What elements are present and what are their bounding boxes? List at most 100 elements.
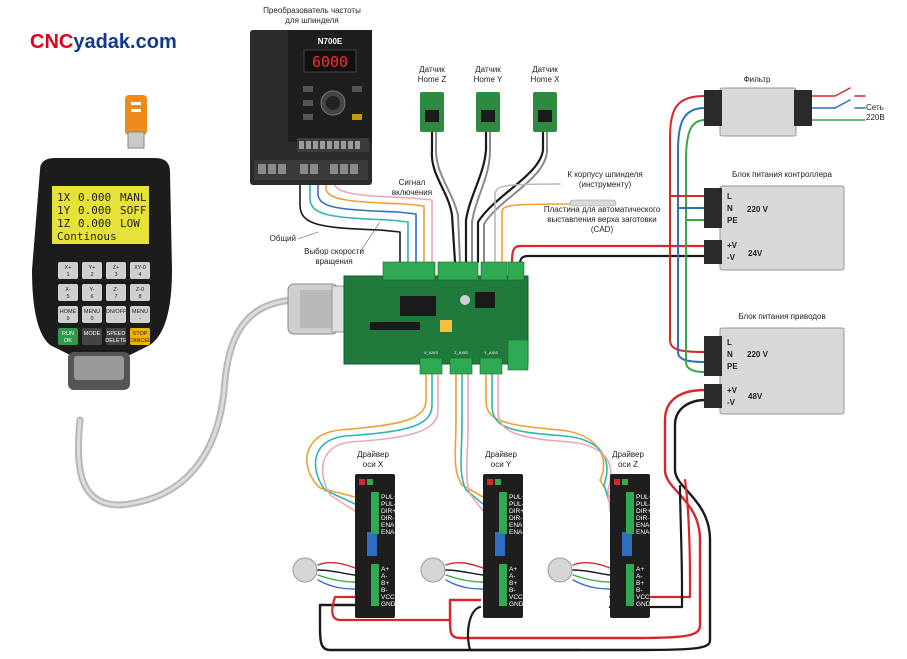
driver-pin-label: PUL- — [381, 501, 396, 508]
pendant-key[interactable] — [82, 262, 102, 279]
psud-term-pe: PE — [727, 362, 738, 371]
driver-signal-terminals — [499, 492, 507, 534]
sensor-z-line2: Home Z — [418, 75, 447, 84]
driver-dip-switch[interactable] — [622, 532, 632, 556]
brand-suffix: yadak.com — [73, 31, 176, 53]
wire-sensor-x-b — [483, 131, 548, 263]
vfd: Преобразователь частоты для шпинделя N70… — [250, 6, 372, 185]
filter-terminals-left — [704, 90, 722, 126]
wire-48v-y-minus — [466, 605, 582, 652]
psud-term-l: L — [727, 338, 732, 347]
pendant-key[interactable] — [82, 306, 102, 323]
board-terminals-bottom — [419, 339, 529, 375]
sensor-x-line1: Датчик — [532, 65, 558, 74]
driver-pin-label: DIR+ — [509, 508, 524, 515]
driver-dip-switch[interactable] — [367, 532, 377, 556]
vfd-model: N700E — [318, 37, 343, 46]
wire-sensor-z-b — [435, 131, 461, 263]
board-conn-label: Z_AXIS — [454, 350, 468, 355]
vfd-btn-4[interactable] — [352, 86, 362, 92]
pendant-key-label: 1 — [66, 272, 69, 278]
vfd-btn-run[interactable] — [352, 114, 362, 120]
vfd-btn-2[interactable] — [303, 100, 313, 106]
driver-pin-label: B- — [381, 587, 388, 594]
wires — [74, 87, 866, 652]
driver-pin-label: B+ — [381, 580, 389, 587]
sensor-home-y: Датчик Home Y — [474, 65, 503, 132]
common-leader — [297, 231, 319, 240]
plate-icon — [569, 199, 617, 207]
motor-x — [292, 557, 318, 583]
board-ic — [370, 292, 495, 332]
wire-vfd-4 — [325, 149, 425, 269]
psuc-vin: 220 V — [747, 205, 769, 214]
driver-led — [487, 479, 493, 485]
pendant-key[interactable] — [130, 262, 150, 279]
pendant-key[interactable] — [130, 284, 150, 301]
pendant-key[interactable] — [58, 284, 78, 301]
vfd-display: 6000 — [312, 53, 348, 71]
pendant-key[interactable] — [106, 262, 126, 279]
driver-power-terminals — [371, 564, 379, 606]
psu-controller-body — [719, 185, 845, 271]
psud-vout: 48V — [748, 392, 763, 401]
driver-dip-switch[interactable] — [495, 532, 505, 556]
driver-pin-label: A+ — [381, 566, 389, 573]
driver-pin-label: ENA- — [381, 529, 397, 536]
pendant-key-label: . — [115, 316, 117, 322]
wire-sensor-y-b — [471, 131, 491, 263]
wires-to-driver-z — [485, 371, 612, 512]
psu-drives-dc-terminals — [704, 384, 722, 408]
lcd-r3-c0: Continous — [57, 230, 117, 243]
pendant-key-label: STOP — [133, 331, 148, 337]
driver-pin-label: PUL+ — [636, 494, 653, 501]
filter-terminals-right — [794, 90, 812, 126]
driver-pin-label: B+ — [509, 580, 517, 587]
driver-pin-label: ENA+ — [381, 522, 398, 529]
driver-led — [614, 479, 620, 485]
wire-sensor-y-a — [464, 130, 488, 264]
pendant-keypad: X+1Y+2Z+3XY-04X-5Y-6Z-7Z-08HOME9MENU0ON/… — [58, 262, 151, 345]
driver-pin-label: DIR- — [636, 515, 649, 522]
pendant-key-label: MENU — [132, 309, 148, 315]
sensor-z-line1: Датчик — [419, 65, 445, 74]
psu-drives-body — [719, 327, 845, 415]
driver-pin-label: B+ — [636, 580, 644, 587]
sensor-x-face — [538, 110, 552, 122]
driver-pin-label: VCC — [381, 594, 395, 601]
speed-leader — [359, 221, 381, 253]
pendant-key[interactable] — [130, 328, 150, 345]
vfd-btn-1[interactable] — [303, 86, 313, 92]
pendant-key[interactable] — [106, 306, 126, 323]
motor-wires — [317, 561, 611, 590]
pendant-key[interactable] — [130, 306, 150, 323]
pendant-key[interactable] — [82, 284, 102, 301]
lcd-r0-c2: MANL — [120, 191, 147, 204]
vfd-btn-3[interactable] — [303, 114, 313, 120]
driver-pin-label: A- — [381, 573, 388, 580]
motors — [292, 557, 573, 583]
pendant-key-label: SPEED — [107, 331, 126, 337]
plate-line1: Пластина для автоматического — [544, 205, 661, 214]
driver-label-line2: оси X — [363, 460, 384, 469]
pendant-key-label: Z+ — [113, 265, 120, 271]
psud-vin: 220 V — [747, 350, 769, 359]
pendant-key-label: 0 — [90, 316, 93, 322]
pendant-key[interactable] — [82, 328, 102, 345]
driver-pin-label: PUL+ — [381, 494, 398, 501]
sensor-y-line1: Датчик — [475, 65, 501, 74]
driver-pin-label: DIR+ — [381, 508, 396, 515]
driver-pin-label: DIR- — [381, 515, 394, 522]
filter-title: Фильтр — [744, 75, 771, 84]
pendant-key[interactable] — [58, 328, 78, 345]
common-label: Общий — [270, 234, 296, 243]
driver-led — [622, 479, 628, 485]
pendant-key[interactable] — [106, 284, 126, 301]
psu-drives-title: Блок питания приводов — [738, 312, 825, 321]
pendant-key[interactable] — [106, 328, 126, 345]
pendant-key[interactable] — [58, 262, 78, 279]
wire-vfd-5 — [333, 149, 433, 269]
driver-pin-label: PUL- — [509, 501, 524, 508]
pendant-key[interactable] — [58, 306, 78, 323]
